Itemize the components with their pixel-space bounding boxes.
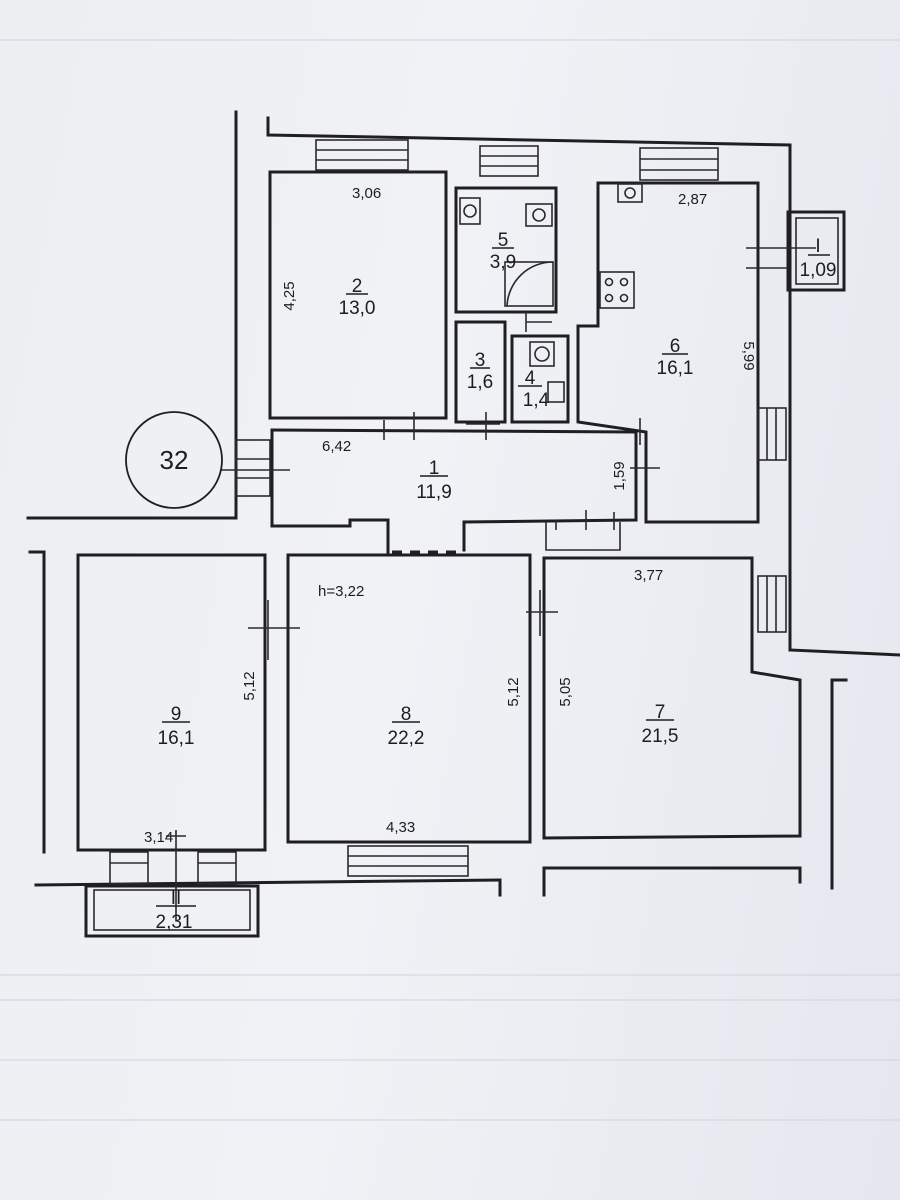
room-area: 2,31 [156, 912, 193, 933]
dimension-label: 6,42 [322, 438, 351, 455]
room-number: II [171, 888, 182, 909]
dimension-label: 5,99 [740, 341, 757, 370]
room-labels: 2 13,0 5 3,9 3 1,6 4 1,4 6 16,1 I 1,09 [156, 230, 837, 933]
shower-icon [504, 261, 554, 307]
building-number: 32 [160, 445, 189, 475]
room-number: 8 [401, 704, 412, 725]
fixtures [459, 183, 643, 403]
room-4-label: 4 1,4 [518, 368, 550, 411]
paper-grid [0, 39, 900, 1121]
sink-icon [617, 183, 643, 203]
room-number: 7 [655, 702, 666, 723]
dimension-label: 4,25 [281, 281, 298, 310]
door-marks [166, 312, 660, 920]
balconies [84, 210, 846, 938]
room-area: 1,09 [800, 260, 837, 281]
sink-icon [525, 203, 553, 227]
sink-icon [547, 381, 565, 403]
room-3-label: 3 1,6 [467, 350, 493, 393]
dimension-label: 2,87 [678, 191, 707, 208]
dimension-label: 4,33 [386, 819, 415, 836]
toilet-icon [529, 341, 555, 367]
room-area: 11,9 [416, 482, 452, 503]
room-number: I [815, 236, 820, 257]
room-7-label: 7 21,5 [642, 702, 679, 747]
room-area: 3,9 [490, 252, 516, 273]
dimension-label: 5,12 [505, 677, 522, 706]
dimension-label: 3,14 [144, 829, 173, 846]
toilet-icon [459, 197, 481, 225]
room-number: 9 [171, 704, 182, 725]
room-number: 2 [352, 276, 363, 297]
room-area: 13,0 [339, 298, 376, 319]
room-1-label: 1 11,9 [416, 458, 452, 503]
room-area: 22,2 [388, 728, 425, 749]
walls [26, 110, 900, 897]
room-number: 3 [475, 350, 486, 371]
room-area: 16,1 [158, 728, 195, 749]
room-area: 16,1 [657, 358, 694, 379]
ceiling-height: h=3,22 [318, 583, 364, 600]
building-number-badge: 32 [125, 411, 223, 509]
dimension-label: 5,05 [557, 677, 574, 706]
room-6-label: 6 16,1 [657, 336, 694, 379]
room-area: 1,6 [467, 372, 493, 393]
room-number: 5 [498, 230, 509, 251]
room-number: 4 [525, 368, 536, 389]
room-9-label: 9 16,1 [158, 704, 195, 749]
dimension-label: 1,59 [611, 461, 628, 490]
dimension-label: 5,12 [241, 671, 258, 700]
dimensions: 3,06 4,25 2,87 5,99 6,42 1,59 h=3,22 3,7… [144, 185, 757, 846]
stove-icon [599, 271, 635, 309]
room-number: 1 [429, 458, 440, 479]
room-8-label: 8 22,2 [388, 704, 425, 749]
room-number: 6 [670, 336, 681, 357]
room-area: 1,4 [523, 390, 550, 411]
balcony-I-label: I 1,09 [800, 236, 837, 281]
room-2-label: 2 13,0 [339, 276, 376, 319]
balcony-II-label: II 2,31 [156, 888, 196, 933]
room-5-label: 5 3,9 [490, 230, 516, 273]
dimension-label: 3,77 [634, 567, 663, 584]
room-area: 21,5 [642, 726, 679, 747]
dimension-label: 3,06 [352, 185, 381, 202]
windows [109, 139, 787, 885]
